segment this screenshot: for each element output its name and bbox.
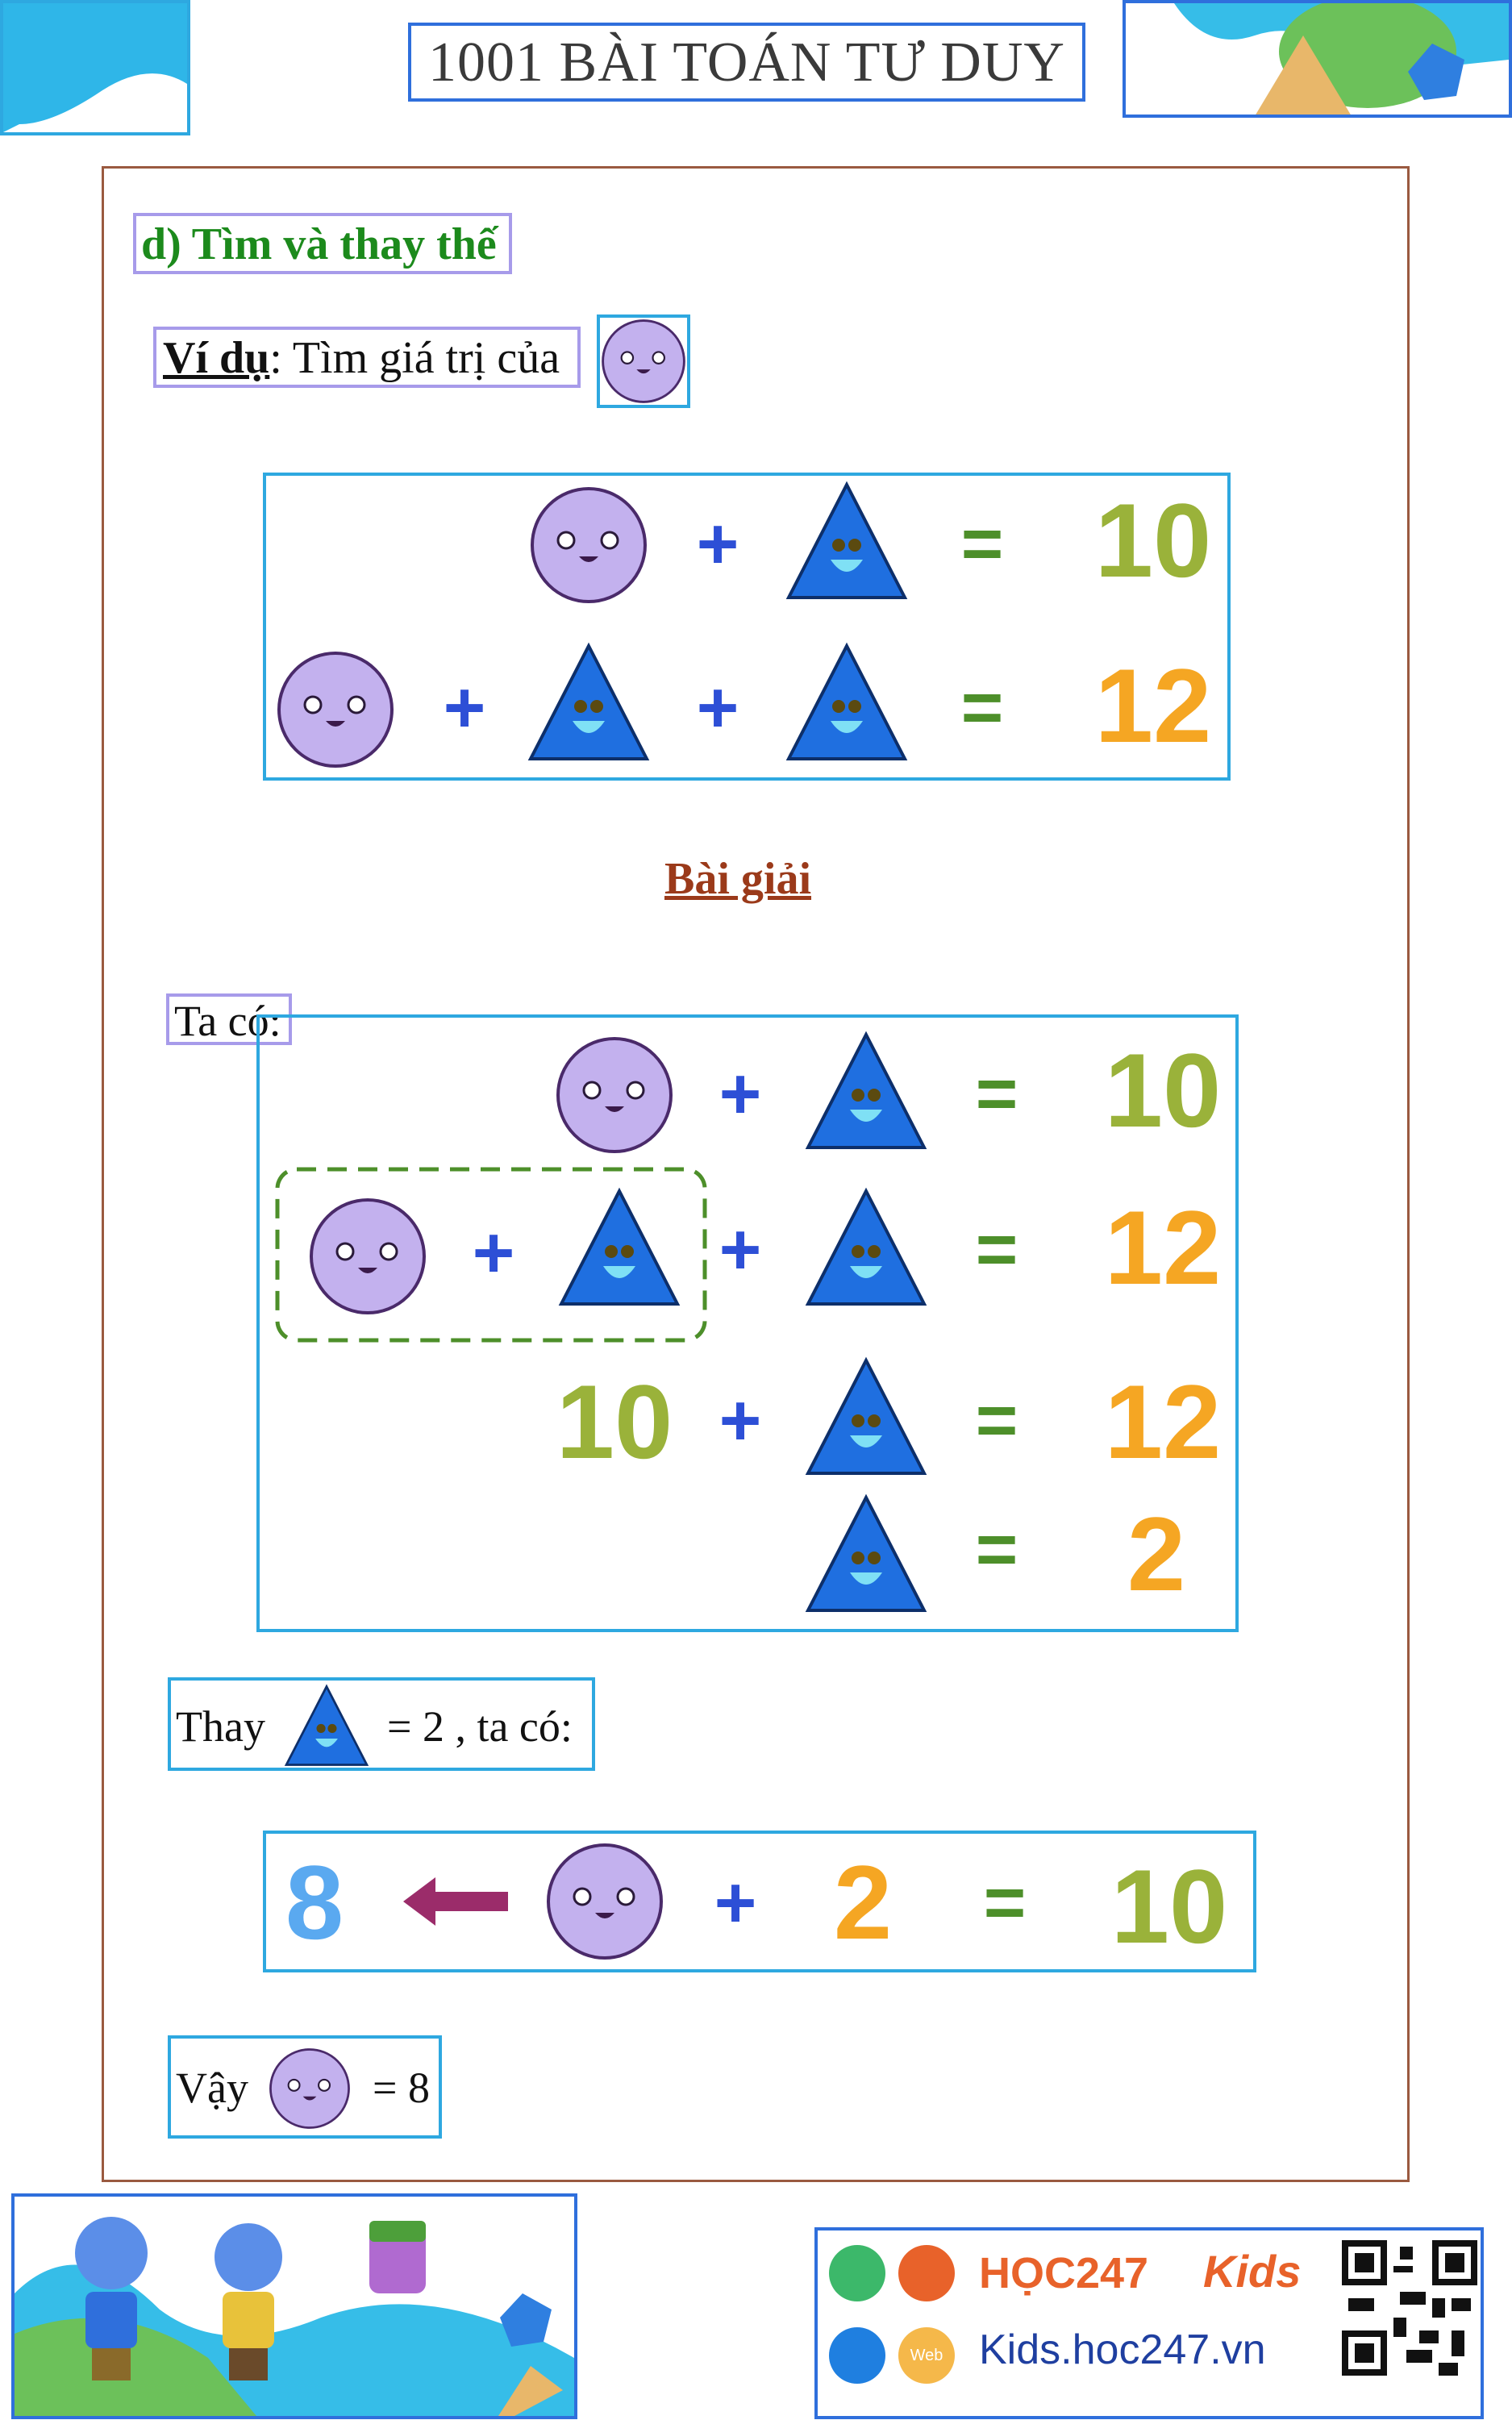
equals-sign: =	[976, 1381, 1018, 1461]
thay-label: Thay	[176, 1702, 265, 1751]
example-body: : Tìm giá trị của	[269, 333, 560, 383]
content-frame	[102, 166, 1410, 2182]
section-heading: d) Tìm và thay thế	[133, 213, 512, 274]
circle-face-icon	[602, 319, 685, 403]
header-left-art	[0, 0, 190, 135]
result-number: 10	[1105, 1031, 1222, 1149]
equals-sign: =	[984, 1863, 1027, 1943]
triangle-face-icon	[806, 1496, 926, 1612]
example-text: Ví dụ: Tìm giá trị của	[153, 327, 581, 388]
thay-suffix: = 2 , ta có:	[387, 1702, 573, 1751]
plus-sign: +	[719, 1381, 762, 1461]
website-link[interactable]: Kids.hoc247.vn	[979, 2326, 1266, 2373]
solution-box: + = 10 + + = 12 10 + = 12 = 2	[256, 1014, 1239, 1632]
footer-brand: HỌC247 Kids Web Kids.hoc247.vn	[814, 2227, 1484, 2419]
ta-co-label: Ta có:	[166, 993, 292, 1045]
qr-code-icon	[1342, 2240, 1477, 2376]
desktop-icon[interactable]	[829, 2327, 885, 2384]
result-number: 12	[1105, 1363, 1222, 1481]
shapes-art-icon	[1126, 0, 1509, 116]
final-equation: 8 + 2 = 10	[285, 1843, 1228, 1965]
puzzle-equations: + = 10 + + = 12	[277, 481, 1212, 768]
footer-kids-art	[11, 2193, 577, 2419]
app-store-icon[interactable]	[829, 2245, 885, 2301]
example-circle	[597, 314, 690, 408]
brand-name: HỌC247	[979, 2249, 1149, 2297]
triangle-face-icon	[787, 483, 906, 599]
plus-sign: +	[697, 668, 739, 748]
result-number: 10	[1095, 481, 1212, 599]
circle-face-icon	[310, 1198, 426, 1314]
triangle-face-icon	[285, 1685, 369, 1766]
arrow-left-icon	[403, 1877, 508, 1926]
equals-sign: =	[961, 504, 1004, 585]
circle-face-icon	[269, 2048, 350, 2129]
page-title: 1001 BÀI TOÁN TƯ DUY	[408, 23, 1085, 102]
substitute-line: Thay = 2 , ta có:	[168, 1677, 595, 1771]
result-number: 12	[1095, 647, 1212, 764]
example-label: Ví dụ	[163, 333, 270, 383]
mascot-icon	[898, 2245, 955, 2301]
plus-sign: +	[473, 1213, 515, 1293]
brand-kids: Kids	[1203, 2246, 1302, 2297]
circle-face-icon	[277, 652, 394, 768]
vay-suffix: = 8	[373, 2064, 430, 2112]
equals-sign: =	[961, 668, 1004, 748]
conclusion-line: Vậy = 8	[168, 2035, 442, 2139]
puzzle-box: + = 10 + + = 12	[263, 473, 1231, 781]
solution-steps: + = 10 + + = 12 10 + = 12 = 2	[275, 1031, 1222, 1613]
triangle-face-icon	[560, 1189, 679, 1306]
plus-sign: +	[697, 504, 739, 585]
result-number: 2	[1127, 1495, 1185, 1613]
circle-face-icon	[556, 1037, 673, 1153]
triangle-face-icon	[806, 1189, 926, 1306]
triangle-face-icon	[806, 1033, 926, 1149]
plus-sign: +	[719, 1054, 762, 1135]
kids-illustration-icon	[15, 2217, 574, 2416]
header-right-art	[1123, 0, 1512, 118]
plus-sign: +	[714, 1863, 757, 1943]
grouping-box	[275, 1167, 707, 1343]
triangle-face-icon	[787, 644, 906, 760]
web-badge[interactable]: Web	[898, 2327, 955, 2384]
result-number: 10	[1111, 1847, 1228, 1965]
value-number: 2	[834, 1843, 892, 1961]
equals-sign: =	[976, 1510, 1018, 1590]
plus-sign: +	[444, 668, 486, 748]
triangle-face-icon	[806, 1359, 926, 1475]
lhs-number: 10	[556, 1363, 673, 1481]
wave-art-icon	[3, 3, 187, 132]
solution-title: Bài giải	[664, 854, 812, 904]
final-equation-box: 8 + 2 = 10	[263, 1831, 1256, 1972]
plus-sign: +	[719, 1210, 762, 1290]
triangle-face-icon	[529, 644, 648, 760]
result-number: 12	[1105, 1189, 1222, 1306]
circle-face-icon	[547, 1843, 663, 1960]
answer-number: 8	[285, 1843, 344, 1961]
vay-label: Vậy	[176, 2064, 248, 2112]
circle-face-icon	[531, 487, 647, 603]
equals-sign: =	[976, 1054, 1018, 1135]
equals-sign: =	[976, 1210, 1018, 1290]
